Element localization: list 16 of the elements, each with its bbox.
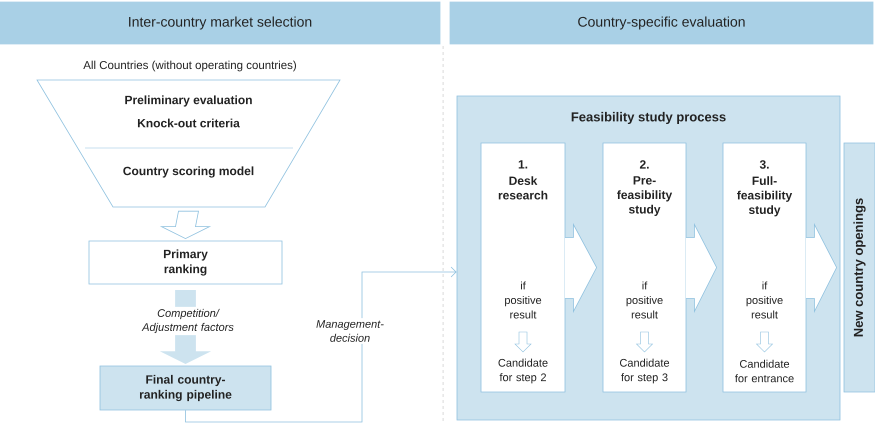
step-box: 1. Desk research if positive result Candidate for step 2 [480,142,566,392]
block-arrow [160,210,212,240]
heading-note: All Countries (without operating countries) [83,60,296,72]
step-box: 2. Pre-feasibility study if positive result Candidate for step 3 [602,142,686,392]
process-box: Primary ranking [88,240,282,284]
step-box: 3. Full-feasibility study if positive result Candidate for entrance [722,142,806,392]
process-box: Final country-ranking pipeline [100,366,272,410]
header-band: Country-specific evaluation [450,2,874,44]
block-arrow [806,222,838,314]
edge-label: Competition/ Adjustment factors [131,306,245,336]
header-band: Inter-country market selection [0,2,440,44]
block-arrow [564,222,598,314]
connector-arrow [185,266,457,422]
output-bar: New country openings [844,142,875,392]
edge-label: Management-decision [308,318,392,344]
block-arrow [686,222,718,314]
